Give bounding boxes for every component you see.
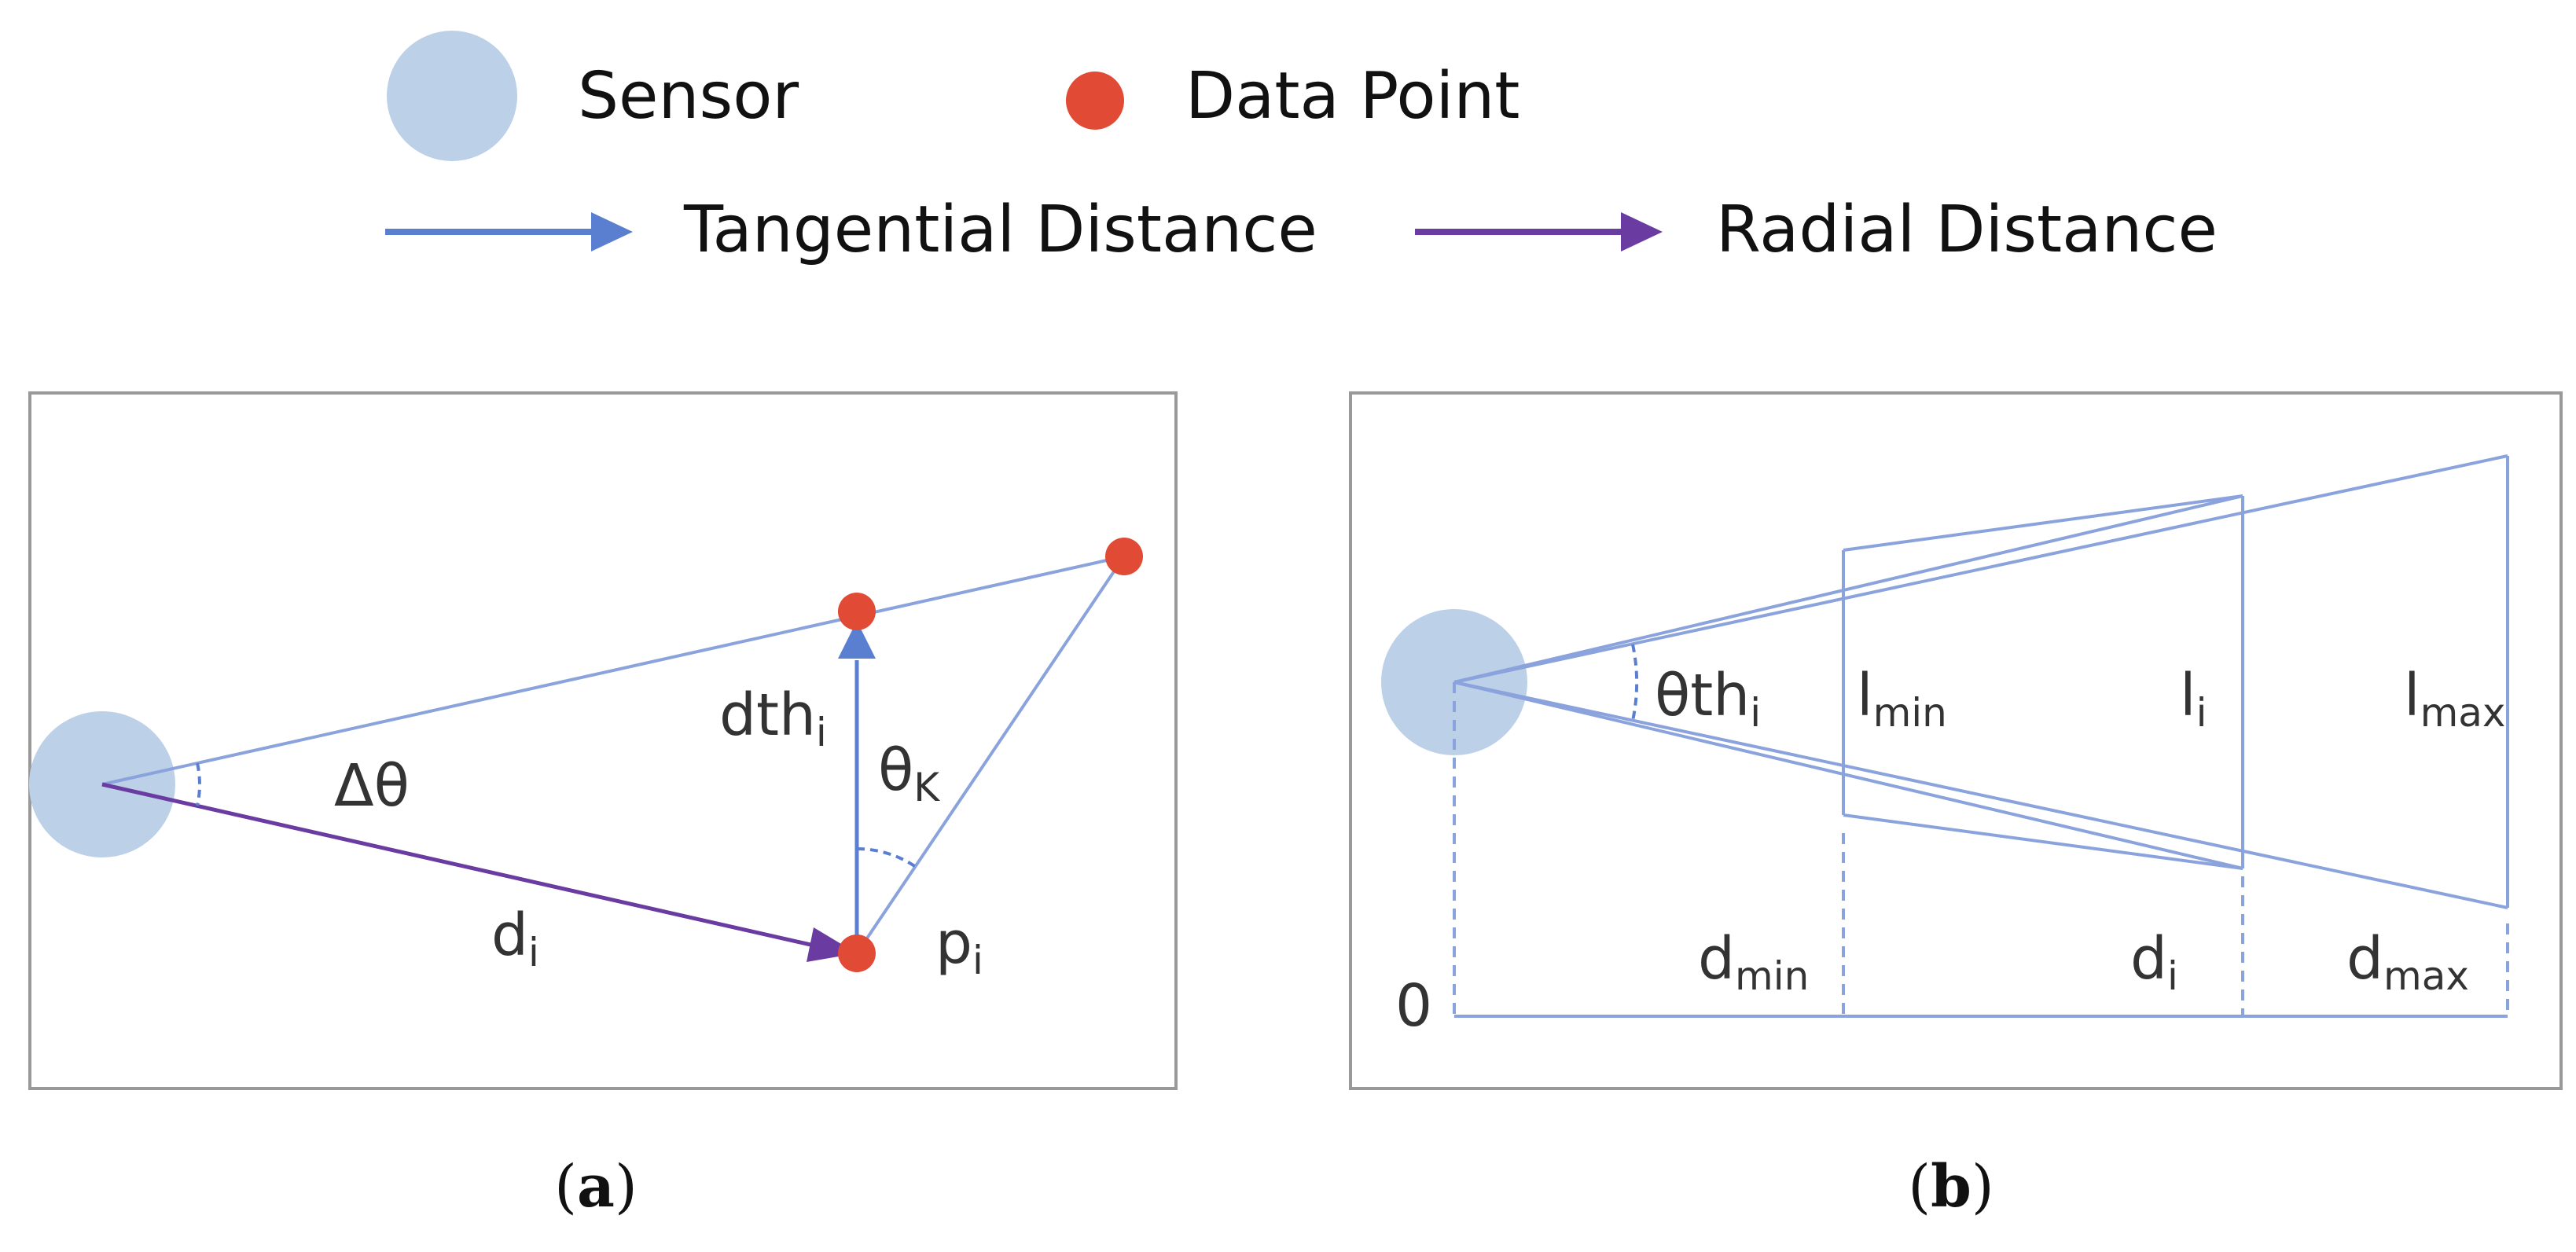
cone-upper-outer xyxy=(1453,454,2508,684)
d-i-label: di xyxy=(491,901,539,975)
cone-lower-inner xyxy=(1453,681,2243,870)
l-i-sub: i xyxy=(2196,690,2207,736)
l-max-main: l xyxy=(2404,662,2420,729)
ray-line-upper xyxy=(101,555,1125,786)
d-min-main: d xyxy=(1698,925,1735,993)
l-i-main: l xyxy=(2180,662,2196,729)
d-max-sub: max xyxy=(2383,953,2469,999)
l-min-label: lmin xyxy=(1857,662,1947,736)
data-point-legend-swatch xyxy=(1066,72,1124,130)
panel-a-frame xyxy=(28,391,1178,1090)
l-min-main: l xyxy=(1857,662,1873,729)
tangential-arrow-head xyxy=(838,621,876,659)
panel-a: Δθ dthi θK di pi (a) xyxy=(28,391,1178,1221)
theta-k-label: θK xyxy=(878,736,940,810)
l-min-sub: min xyxy=(1873,690,1947,736)
radial-legend-arrow xyxy=(1415,212,1663,252)
d-max-main: d xyxy=(2346,925,2383,993)
d-min-label: dmin xyxy=(1698,925,1809,999)
d-i-sub: i xyxy=(528,930,539,975)
theta-th-i-label: θthi xyxy=(1655,662,1761,736)
d-min-sub: min xyxy=(1735,953,1809,999)
l-min-top-edge xyxy=(1843,494,2243,552)
dth-i-label: dthi xyxy=(719,681,827,755)
theta-th-i-main: θth xyxy=(1655,662,1750,729)
theta-th-arc xyxy=(1631,644,1639,721)
theta-th-i-sub: i xyxy=(1750,690,1761,736)
cone-lower-outer xyxy=(1453,681,2508,909)
tangential-legend-label: Tangential Distance xyxy=(683,193,1317,267)
d-i-main: d xyxy=(491,901,528,969)
theta-k-main: θ xyxy=(878,736,913,804)
d-max-label: dmax xyxy=(2346,925,2469,999)
tangential-legend-arrow xyxy=(385,212,633,252)
l-max-sub: max xyxy=(2420,690,2506,736)
l-i-label: li xyxy=(2180,662,2207,736)
data-point-p-i xyxy=(838,934,876,972)
legend: Sensor Data Point Tangential Distance Ra… xyxy=(385,31,2218,267)
origin-zero-label: 0 xyxy=(1395,972,1432,1040)
panel-a-caption: (a) xyxy=(554,1153,638,1221)
dth-i-main: dth xyxy=(719,681,816,749)
sensor-legend-swatch xyxy=(387,31,517,161)
dth-i-sub: i xyxy=(816,710,827,755)
p-i-label: pi xyxy=(935,909,983,983)
delta-theta-label: Δθ xyxy=(334,752,410,820)
cone-upper-inner xyxy=(1453,494,2243,684)
delta-theta-arc xyxy=(196,762,201,806)
data-point-far xyxy=(1105,538,1143,575)
d-i-sub-b: i xyxy=(2167,953,2178,999)
connector-line xyxy=(855,555,1126,955)
radial-distance-arrow xyxy=(101,782,818,949)
p-i-sub: i xyxy=(972,938,983,983)
l-min-bottom-edge xyxy=(1843,813,2243,870)
panel-b-frame xyxy=(1349,391,2563,1090)
d-i-main-b: d xyxy=(2130,925,2167,993)
data-point-upper xyxy=(838,593,876,630)
panel-b-caption: (b) xyxy=(1908,1153,1994,1221)
data-point-legend-label: Data Point xyxy=(1185,59,1520,134)
l-max-label: lmax xyxy=(2404,662,2506,736)
p-i-main: p xyxy=(935,909,972,977)
radial-legend-label: Radial Distance xyxy=(1716,193,2218,267)
panel-b: θthi lmin li lmax 0 dmin di dmax (b) xyxy=(1349,391,2563,1221)
d-i-label-b: di xyxy=(2130,925,2178,999)
theta-k-sub: K xyxy=(913,765,940,810)
sensor-legend-label: Sensor xyxy=(578,59,799,134)
theta-k-arc xyxy=(856,846,917,868)
